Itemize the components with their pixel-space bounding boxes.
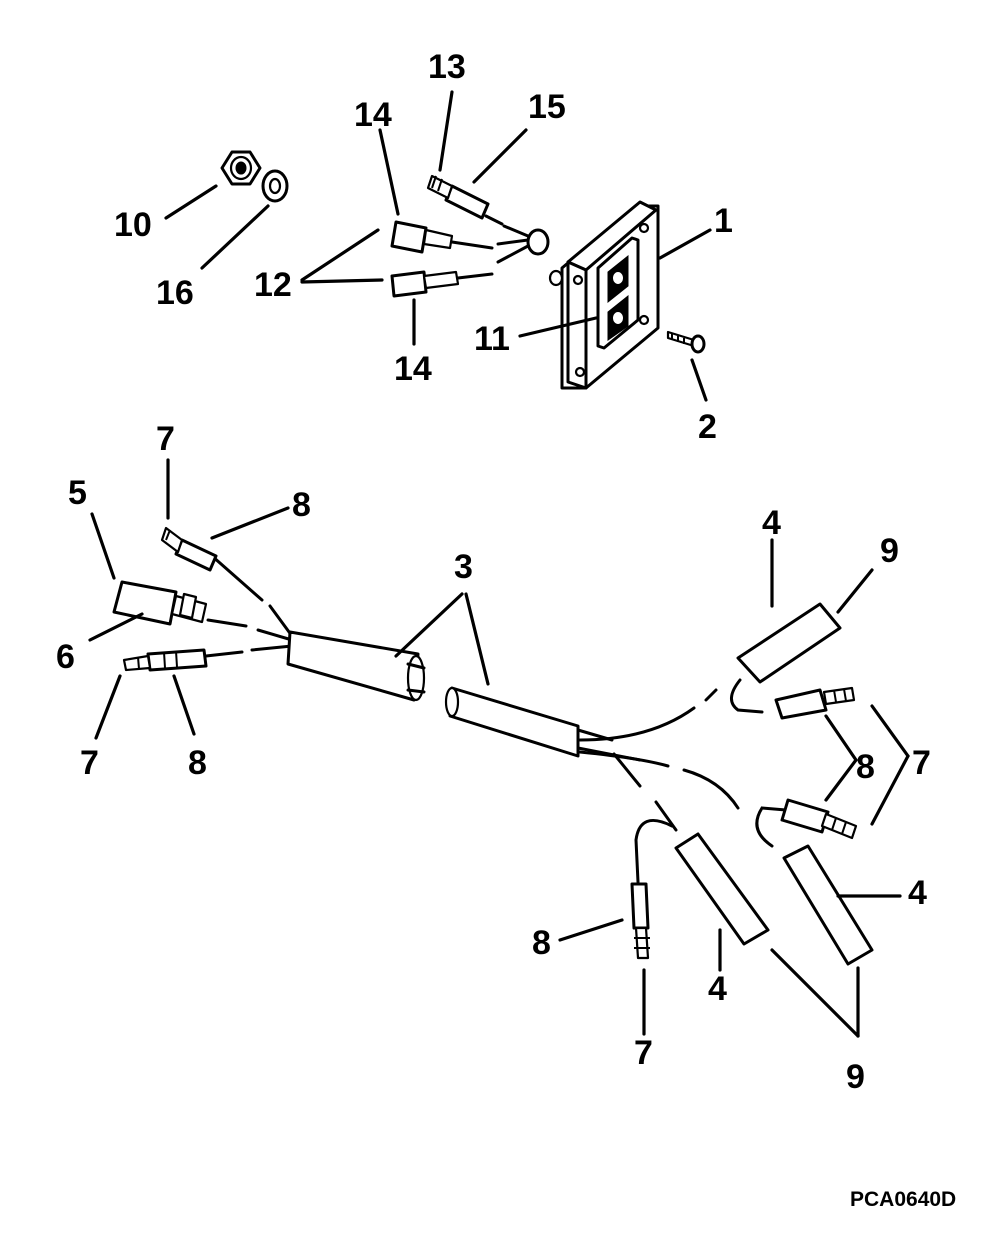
callout-7-bottom: 7 [634, 1034, 653, 1072]
sleeve-lower-right [782, 844, 874, 966]
terminal-upper-right [774, 686, 856, 720]
switch-connector [526, 228, 564, 287]
callout-1: 1 [714, 202, 733, 240]
callout-15: 15 [528, 88, 566, 126]
callout-8-bottom: 8 [532, 924, 551, 962]
harness-sheath-left [286, 630, 426, 702]
callout-16: 16 [156, 274, 194, 312]
callout-6: 6 [56, 638, 75, 676]
callout-12: 12 [254, 266, 292, 304]
callout-10: 10 [114, 206, 152, 244]
switch-lead-wires [496, 224, 530, 264]
callout-7-bottom-left: 7 [80, 744, 99, 782]
terminal-middle-right [755, 798, 858, 848]
callout-11: 11 [474, 320, 510, 358]
harness-sheath-right [444, 686, 642, 762]
sleeve-upper-right [730, 602, 842, 714]
leader-lines-bottom [88, 458, 910, 1038]
callout-7-top-left: 7 [156, 420, 175, 458]
callout-14-bottom: 14 [394, 350, 432, 388]
callout-8-bottom-left: 8 [188, 744, 207, 782]
callout-2: 2 [698, 408, 717, 446]
harness-connector-5 [112, 580, 208, 626]
right-harness-branches [578, 688, 740, 810]
terminal-13 [426, 174, 504, 226]
left-harness-branches [204, 554, 294, 658]
figure-code: PCA0640D [850, 1188, 956, 1211]
rocker-switch [596, 236, 640, 350]
hex-nut [220, 150, 262, 186]
harness-terminal-upper-left [160, 526, 218, 572]
callout-9-top: 9 [880, 532, 899, 570]
leader-lines-top [164, 90, 712, 402]
harness-terminal-lower-left [122, 648, 208, 672]
screw [666, 330, 706, 354]
callout-8-right: 8 [856, 748, 875, 786]
callout-14-top: 14 [354, 96, 392, 134]
washer [261, 169, 289, 203]
callout-4-bottom: 4 [708, 970, 727, 1008]
callout-4-right: 4 [908, 874, 927, 912]
callout-4-top: 4 [762, 504, 781, 542]
callout-5: 5 [68, 474, 87, 512]
connector-14-upper [390, 220, 494, 254]
callout-7-right: 7 [912, 744, 931, 782]
callout-8-top-left: 8 [292, 486, 311, 524]
callout-9-bottom: 9 [846, 1058, 865, 1096]
callout-labels: 13 15 14 10 1 12 16 11 14 2 7 5 8 4 9 3 … [56, 48, 956, 1211]
callout-13: 13 [428, 48, 466, 86]
sleeve-lower-middle [654, 800, 770, 946]
connector-14-lower [390, 270, 494, 298]
callout-3: 3 [454, 548, 473, 586]
terminal-lower [630, 818, 674, 960]
